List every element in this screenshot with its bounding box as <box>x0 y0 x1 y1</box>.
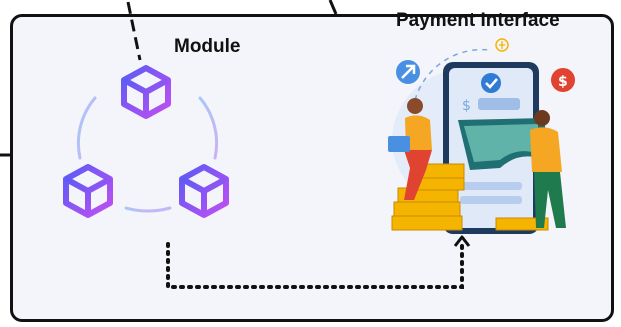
growth-arrow-icon <box>396 60 420 84</box>
arrowhead-icon <box>453 235 471 247</box>
cube-icon <box>121 65 171 119</box>
dollar-coin-icon <box>551 68 575 92</box>
payment-illustration: $ $ <box>388 38 575 234</box>
dollar-sign-icon: $ <box>462 98 471 114</box>
incoming-dashed-connector <box>126 1 142 61</box>
coin-stack-icon <box>391 163 549 231</box>
laptop-icon <box>388 136 410 152</box>
dollar-coin-icon <box>495 38 509 52</box>
cube-icon <box>179 164 229 218</box>
payment-interface-label: Payment Interface <box>396 10 560 31</box>
svg-text:$: $ <box>558 74 568 90</box>
module-label: Module <box>174 36 241 57</box>
top-connector <box>328 0 338 15</box>
dotted-flow-arrow <box>166 242 464 289</box>
checkmark-icon <box>481 73 501 93</box>
cube-icon <box>63 164 113 218</box>
standing-person <box>530 110 566 228</box>
seated-person <box>388 98 432 200</box>
module-ring <box>76 96 219 213</box>
